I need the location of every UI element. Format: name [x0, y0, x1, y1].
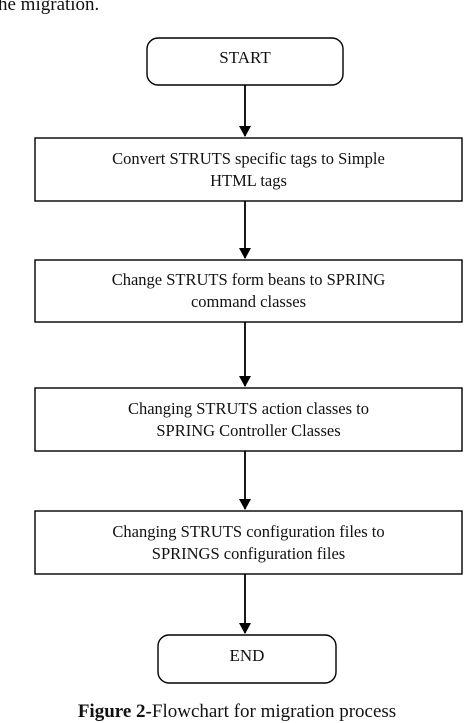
step-3-line-1: Changing STRUTS action classes to [127, 398, 370, 418]
step-3-line-2: SPRING Controller Classes [156, 420, 341, 440]
process-step-box [34, 259, 463, 323]
step-4-text: Changing STRUTS configuration files to S… [35, 511, 462, 574]
preceding-text-fragment: he migration. [0, 0, 100, 15]
figure-caption-label: Figure 2- [77, 701, 152, 722]
step-1-line-2: HTML tags [210, 170, 287, 190]
figure-caption: Figure 2-Flowchart for migration process [0, 701, 474, 723]
end-terminator [157, 634, 337, 684]
step-1-text: Convert STRUTS specific tags to Simple H… [35, 138, 462, 201]
step-4-line-2: SPRINGS configuration files [151, 543, 346, 563]
step-2-line-2: command classes [190, 292, 306, 311]
step-3-text: Changing STRUTS action classes to SPRING… [35, 388, 462, 451]
step-2-line-1: Change STRUTS form beans to SPRING [111, 270, 386, 289]
figure-caption-text: Flowchart for migration process [151, 701, 397, 722]
step-4-line-1: Changing STRUTS configuration files to [112, 521, 385, 541]
step-1-line-1: Convert STRUTS specific tags to Simple [112, 148, 385, 168]
step-2-text: Change STRUTS form beans to SPRING comma… [35, 260, 462, 322]
process-step-box [34, 387, 463, 452]
end-label: END [229, 646, 265, 665]
process-step-box [34, 137, 463, 202]
process-step-box [34, 510, 463, 575]
start-label: START [219, 48, 271, 67]
